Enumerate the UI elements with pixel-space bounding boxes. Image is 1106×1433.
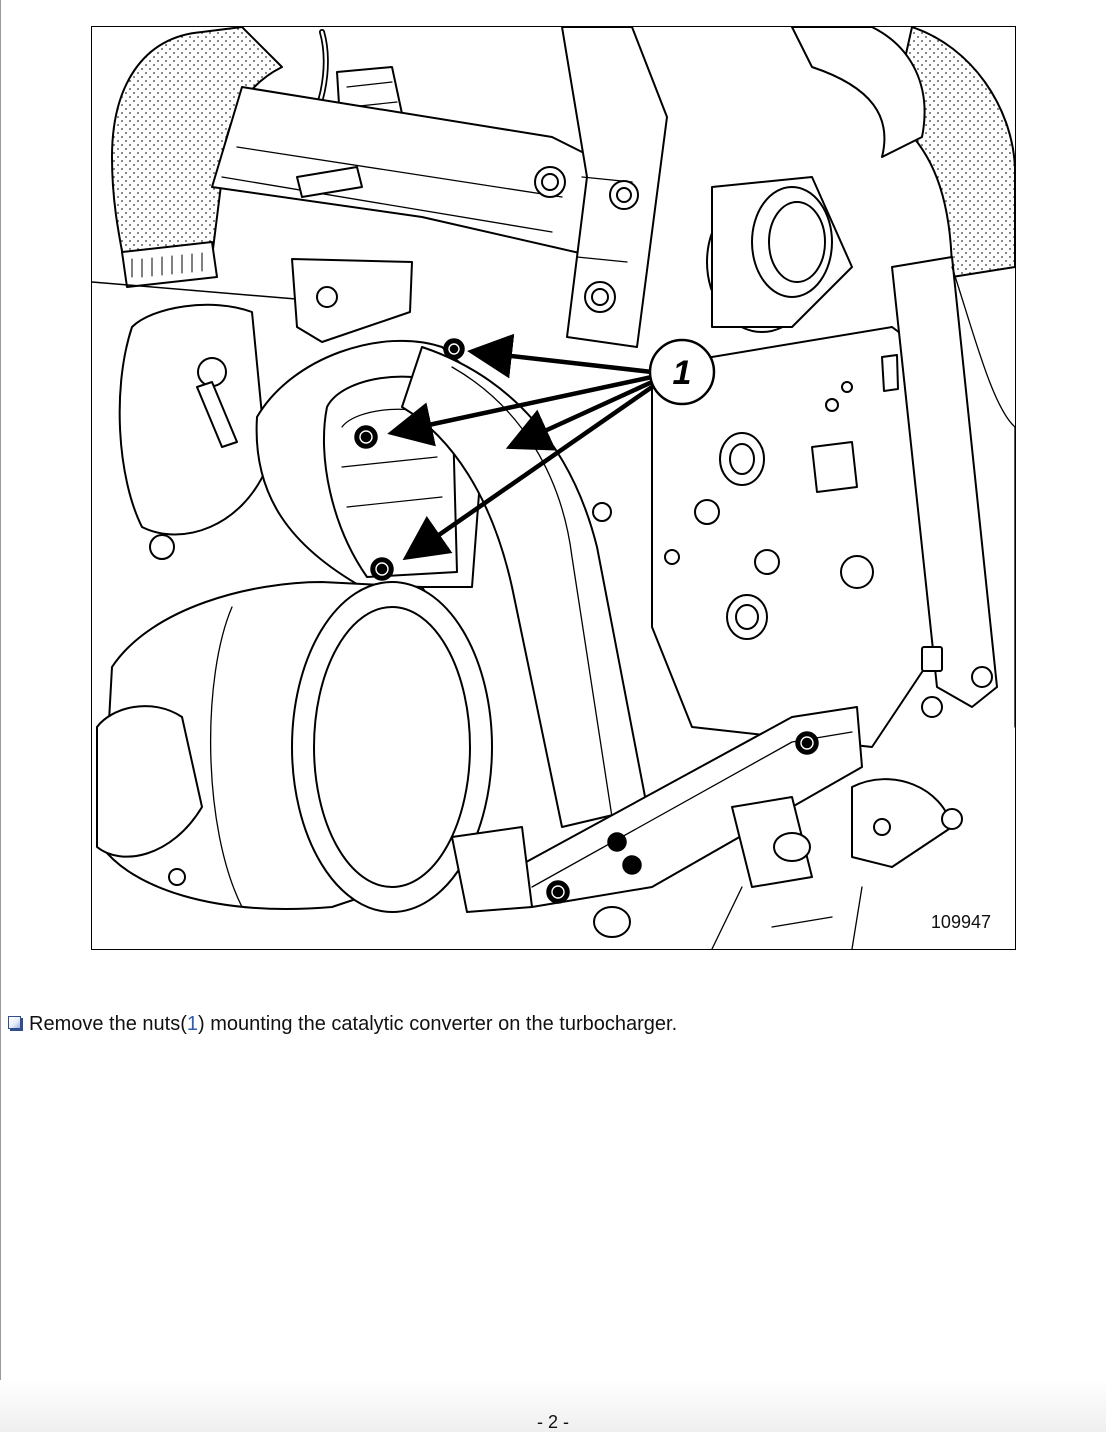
instruction-reference-link[interactable]: 1 <box>186 1013 198 1035</box>
figure-number: 109947 <box>928 912 993 933</box>
bullet-checkbox-icon <box>8 1016 21 1029</box>
callout-1: 1 <box>648 338 716 406</box>
instruction-text-before: Remove the nuts( <box>29 1013 187 1035</box>
page-footer <box>0 1380 1106 1432</box>
page-number: - 2 - <box>536 1412 569 1432</box>
technical-illustration: 1 109947 <box>91 26 1016 950</box>
instruction-step: Remove the nuts(1) mounting the catalyti… <box>8 1013 677 1036</box>
instruction-text-after: ) mounting the catalytic converter on th… <box>197 1013 678 1035</box>
callout-label: 1 <box>673 354 692 392</box>
page-left-edge <box>0 0 1 1432</box>
